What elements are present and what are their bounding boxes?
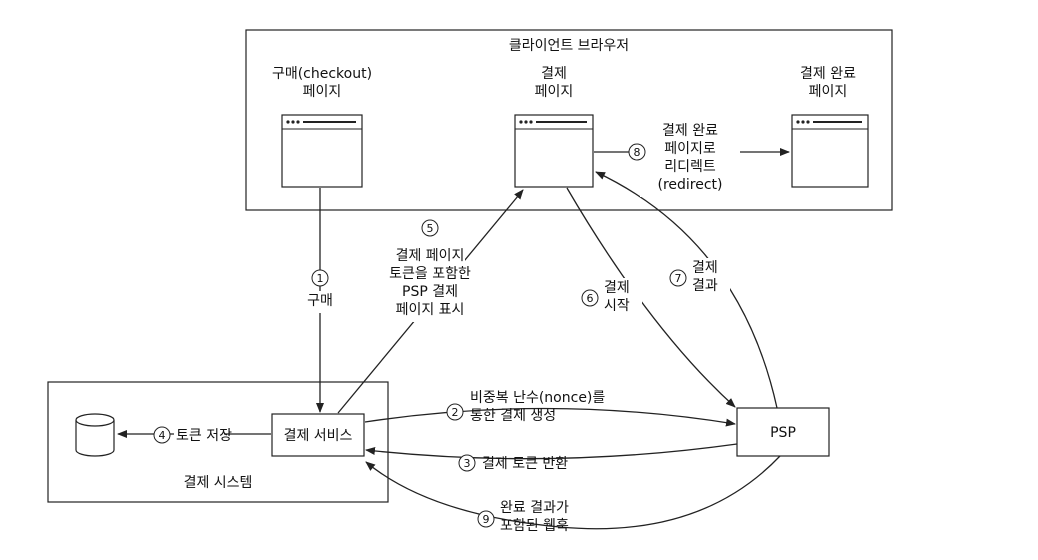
step-8-label-line: 결제 완료 <box>662 123 718 139</box>
checkout-page-window-icon <box>281 114 363 188</box>
payment-service-label: 결제 서비스 <box>284 428 353 444</box>
payment-service-box <box>271 413 365 457</box>
client-browser-title: 클라이언트 브라우저 <box>509 38 629 54</box>
psp-box <box>736 407 830 457</box>
step-6-number: 6 <box>587 292 594 305</box>
arrow-psp-to-service <box>365 443 738 460</box>
step-5-marker <box>421 219 439 237</box>
step-2-marker <box>446 403 464 421</box>
step-4-number: 4 <box>159 429 166 442</box>
step-8-label-line: 리디렉트 <box>664 159 716 175</box>
arrow-psp-webhook-to-service <box>365 455 781 530</box>
step-9-label-line: 완료 결과가 <box>500 500 569 516</box>
step-4-label-line: 토큰 저장 <box>176 428 232 444</box>
step-7-label-line: 결과 <box>692 278 718 294</box>
complete-page-label-2: 페이지 <box>809 84 848 100</box>
step-3-marker <box>458 454 476 472</box>
step-7-marker <box>669 269 687 287</box>
step-1-number: 1 <box>317 272 324 285</box>
payment-page-label: 결제 <box>541 66 567 82</box>
arrow-payment-page-to-psp <box>566 187 736 408</box>
step-9-number: 9 <box>483 513 490 526</box>
step-1-label-bg <box>300 291 340 313</box>
step-2-label-line: 통한 결제 생성 <box>470 408 556 424</box>
step-7-number: 7 <box>675 272 682 285</box>
step-2-label-line: 비중복 난수(nonce)를 <box>470 390 605 406</box>
step-3-number: 3 <box>464 457 471 470</box>
payment-page-window-icon <box>514 114 594 188</box>
checkout-page-label: 구매(checkout) <box>272 66 372 82</box>
payment-system-title: 결제 시스템 <box>184 475 253 491</box>
step-6-label-line: 시작 <box>604 298 630 314</box>
step-1-marker <box>311 269 329 287</box>
database-icon <box>75 413 115 457</box>
step-9-label-line: 포함된 웹훅 <box>500 518 569 534</box>
step-8-number: 8 <box>634 146 641 159</box>
step-7-label-line: 결제 <box>692 260 718 276</box>
complete-page-window-icon <box>791 114 869 188</box>
step-5-label-line: 토큰을 포함한 <box>389 266 471 282</box>
arrow-service-to-psp <box>364 407 736 427</box>
checkout-page-label-2: 페이지 <box>303 84 342 100</box>
step-4-label-bg <box>174 426 224 448</box>
step-8-marker <box>628 143 646 161</box>
psp-label: PSP <box>770 425 796 441</box>
step-1-label-line: 구매 <box>307 293 333 309</box>
step-5-label-line: PSP 결제 <box>402 284 458 300</box>
complete-page-label: 결제 완료 <box>800 66 856 82</box>
step-6-label-line: 결제 <box>604 280 630 296</box>
step-5-label-bg <box>395 246 465 322</box>
step-4-marker <box>153 426 171 444</box>
step-8-label-line: (redirect) <box>657 177 722 193</box>
step-5-label-line: 결제 페이지 <box>396 248 465 264</box>
step-5-label-line: 페이지 표시 <box>396 302 465 318</box>
step-2-number: 2 <box>452 406 459 419</box>
step-8-label-bg <box>640 121 740 197</box>
step-9-marker <box>477 510 495 528</box>
step-5-number: 5 <box>427 222 434 235</box>
payment-page-label-2: 페이지 <box>535 84 574 100</box>
step-6-label-bg <box>602 278 642 318</box>
step-8-label-line: 페이지로 <box>664 141 716 157</box>
step-3-label-line: 결제 토큰 반환 <box>482 456 568 472</box>
step-6-marker <box>581 289 599 307</box>
step-7-label-bg <box>690 258 730 298</box>
